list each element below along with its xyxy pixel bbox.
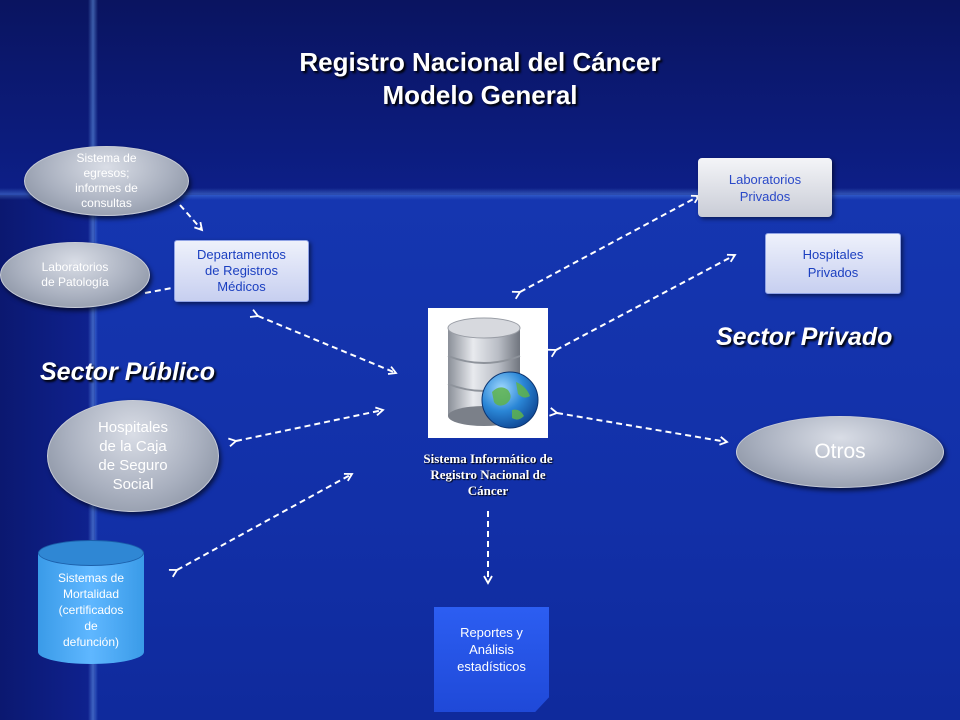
node-mortalidad-line-3: (certificados — [58, 603, 124, 617]
sector-privado-label: Sector Privado — [716, 323, 893, 351]
arrow-egresos-to-departamentos — [179, 204, 204, 232]
node-laboratorios-privados: Laboratorios Privados — [698, 158, 832, 217]
node-mortalidad-line-2: Mortalidad — [62, 587, 120, 601]
node-laboratorios-patologia: Laboratorios de Patología — [0, 242, 150, 308]
node-otros-label: Otros — [814, 440, 866, 463]
arrow-hospprivados-central — [547, 253, 737, 358]
node-otros: Otros — [736, 416, 944, 488]
node-reportes-analisis: Reportes y Análisis estadísticos — [434, 624, 549, 675]
node-departamentos-line-1: Departamentos — [197, 247, 286, 262]
node-labprivados-line-2: Privados — [739, 188, 791, 204]
title-line-2: Modelo General — [382, 80, 578, 110]
cylinder-body — [38, 552, 144, 664]
node-mortalidad-line-1: Sistemas de — [57, 571, 125, 585]
arrow-labprivados-central — [511, 194, 701, 300]
title-line-1: Registro Nacional del Cáncer — [299, 47, 661, 77]
node-hospprivados-line-2: Privados — [807, 264, 859, 280]
central-caption-line-1: Sistema Informático de — [423, 451, 553, 466]
node-mortalidad-line-5: defunción) — [62, 635, 120, 649]
node-caja-line-4: Social — [112, 476, 154, 493]
node-egresos-line-3: informes de — [75, 181, 138, 195]
node-hospitales-caja: Hospitales de la Caja de Seguro Social — [47, 400, 219, 512]
node-hospprivados-line-1: Hospitales — [802, 246, 864, 262]
background-glow-vertical — [88, 0, 98, 720]
node-egresos-line-1: Sistema de — [76, 151, 137, 165]
database-globe-icon — [447, 317, 539, 429]
node-caja-line-2: de la Caja — [99, 438, 167, 455]
central-caption-line-2: Registro Nacional de — [430, 467, 546, 482]
arrow-departamentos-central — [249, 309, 398, 375]
arrow-mortalidad-central — [168, 472, 354, 578]
node-reportes-line-1: Reportes y — [460, 625, 523, 640]
node-reportes-shape — [434, 607, 549, 712]
node-sistema-egresos: Sistema de egresos; informes de consulta… — [24, 146, 189, 216]
node-departamentos-line-2: de Registros — [205, 263, 278, 278]
sector-publico-label: Sector Público — [40, 358, 216, 386]
node-caja-line-3: de Seguro — [98, 457, 168, 474]
node-mortalidad-line-4: de — [84, 619, 98, 633]
node-patologia-line-1: Laboratorios — [41, 260, 109, 274]
arrow-patologia-to-departamentos — [144, 287, 173, 294]
node-caja-line-1: Hospitales — [97, 419, 169, 436]
node-reportes-line-2: Análisis — [469, 642, 514, 657]
arrow-caja-central — [228, 406, 385, 448]
central-system-caption: Sistema Informático de Registro Nacional… — [388, 451, 588, 499]
central-caption-line-3: Cáncer — [467, 483, 509, 498]
node-labprivados-line-1: Laboratorios — [728, 171, 802, 187]
node-egresos-line-2: egresos; — [83, 166, 130, 180]
node-patologia-line-2: de Patología — [41, 275, 109, 289]
node-egresos-line-4: consultas — [81, 196, 132, 210]
node-mortalidad-text: Sistemas de Mortalidad (certificados de … — [38, 570, 144, 650]
cylinder-top — [38, 540, 144, 566]
node-reportes-line-3: estadísticos — [457, 659, 526, 674]
node-hospitales-privados: Hospitales Privados — [765, 233, 901, 294]
node-sistemas-mortalidad: Sistemas de Mortalidad (certificados de … — [38, 540, 144, 665]
node-departamentos-registros: Departamentos de Registros Médicos — [174, 240, 309, 302]
node-departamentos-line-3: Médicos — [217, 279, 266, 294]
central-system-icon-card — [428, 308, 548, 438]
arrow-otros-central — [549, 407, 729, 446]
